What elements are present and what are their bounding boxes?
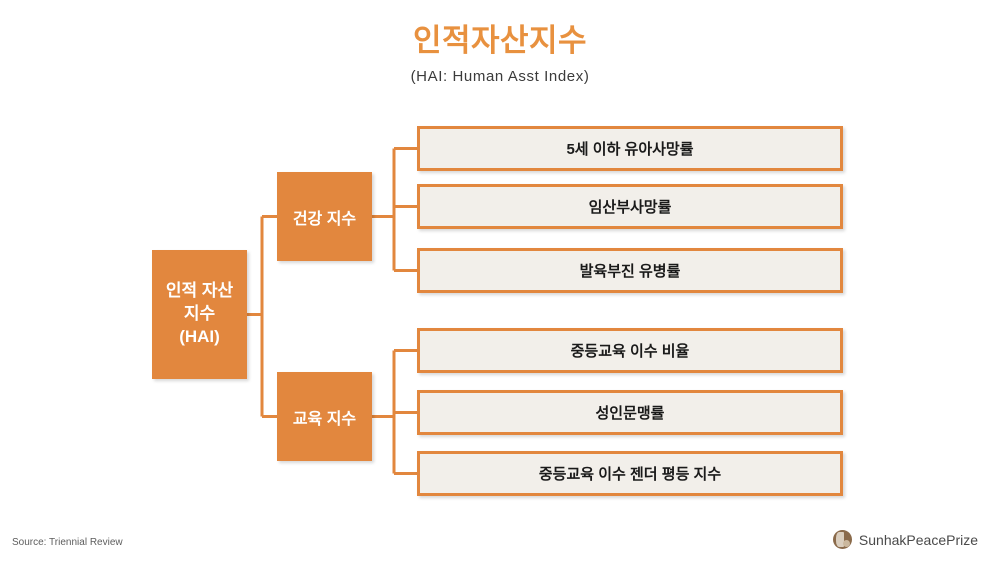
node-branch-health-label: 건강 지수 (292, 210, 357, 228)
leaf-node-label: 발육부진 유병률 (579, 263, 681, 280)
sunhak-peace-prize-icon (832, 530, 852, 549)
leaf-node-label: 중등교육 이수 젠더 평등 지수 (538, 466, 722, 483)
header: 인적자산지수 (HAI: Human Asst Index) (0, 0, 1000, 85)
leaf-node-label: 중등교육 이수 비율 (570, 343, 690, 360)
node-root-line2: 지수 (183, 304, 216, 324)
leaf-node[interactable]: 5세 이하 유아사망률 (417, 126, 843, 171)
page-subtitle: (HAI: Human Asst Index) (410, 68, 590, 86)
leaf-node[interactable]: 임산부사망률 (417, 184, 843, 229)
leaf-node[interactable]: 중등교육 이수 비율 (417, 328, 843, 373)
node-root-label: 인적 자산 지수 (HAI) (166, 280, 233, 349)
leaf-node[interactable]: 발육부진 유병률 (417, 248, 843, 293)
node-branch-education-label: 교육 지수 (292, 410, 357, 428)
leaf-node-label: 성인문맹률 (595, 405, 665, 422)
node-branch-health[interactable]: 건강 지수 (277, 172, 372, 261)
leaf-node[interactable]: 성인문맹률 (417, 390, 843, 435)
node-root-hai[interactable]: 인적 자산 지수 (HAI) (152, 250, 247, 379)
brand-logo: SunhakPeacePrize (832, 530, 978, 549)
node-branch-education[interactable]: 교육 지수 (277, 372, 372, 461)
node-root-line1: 인적 자산 (165, 281, 234, 301)
leaf-node-label: 5세 이하 유아사망률 (566, 141, 694, 158)
brand-name: SunhakPeacePrize (858, 531, 978, 548)
page-title: 인적자산지수 (412, 23, 588, 58)
source-note: Source: Triennial Review (12, 537, 123, 548)
node-root-line3: (HAI) (179, 326, 220, 346)
leaf-node[interactable]: 중등교육 이수 젠더 평등 지수 (417, 451, 843, 496)
leaf-node-label: 임산부사망률 (588, 199, 672, 216)
